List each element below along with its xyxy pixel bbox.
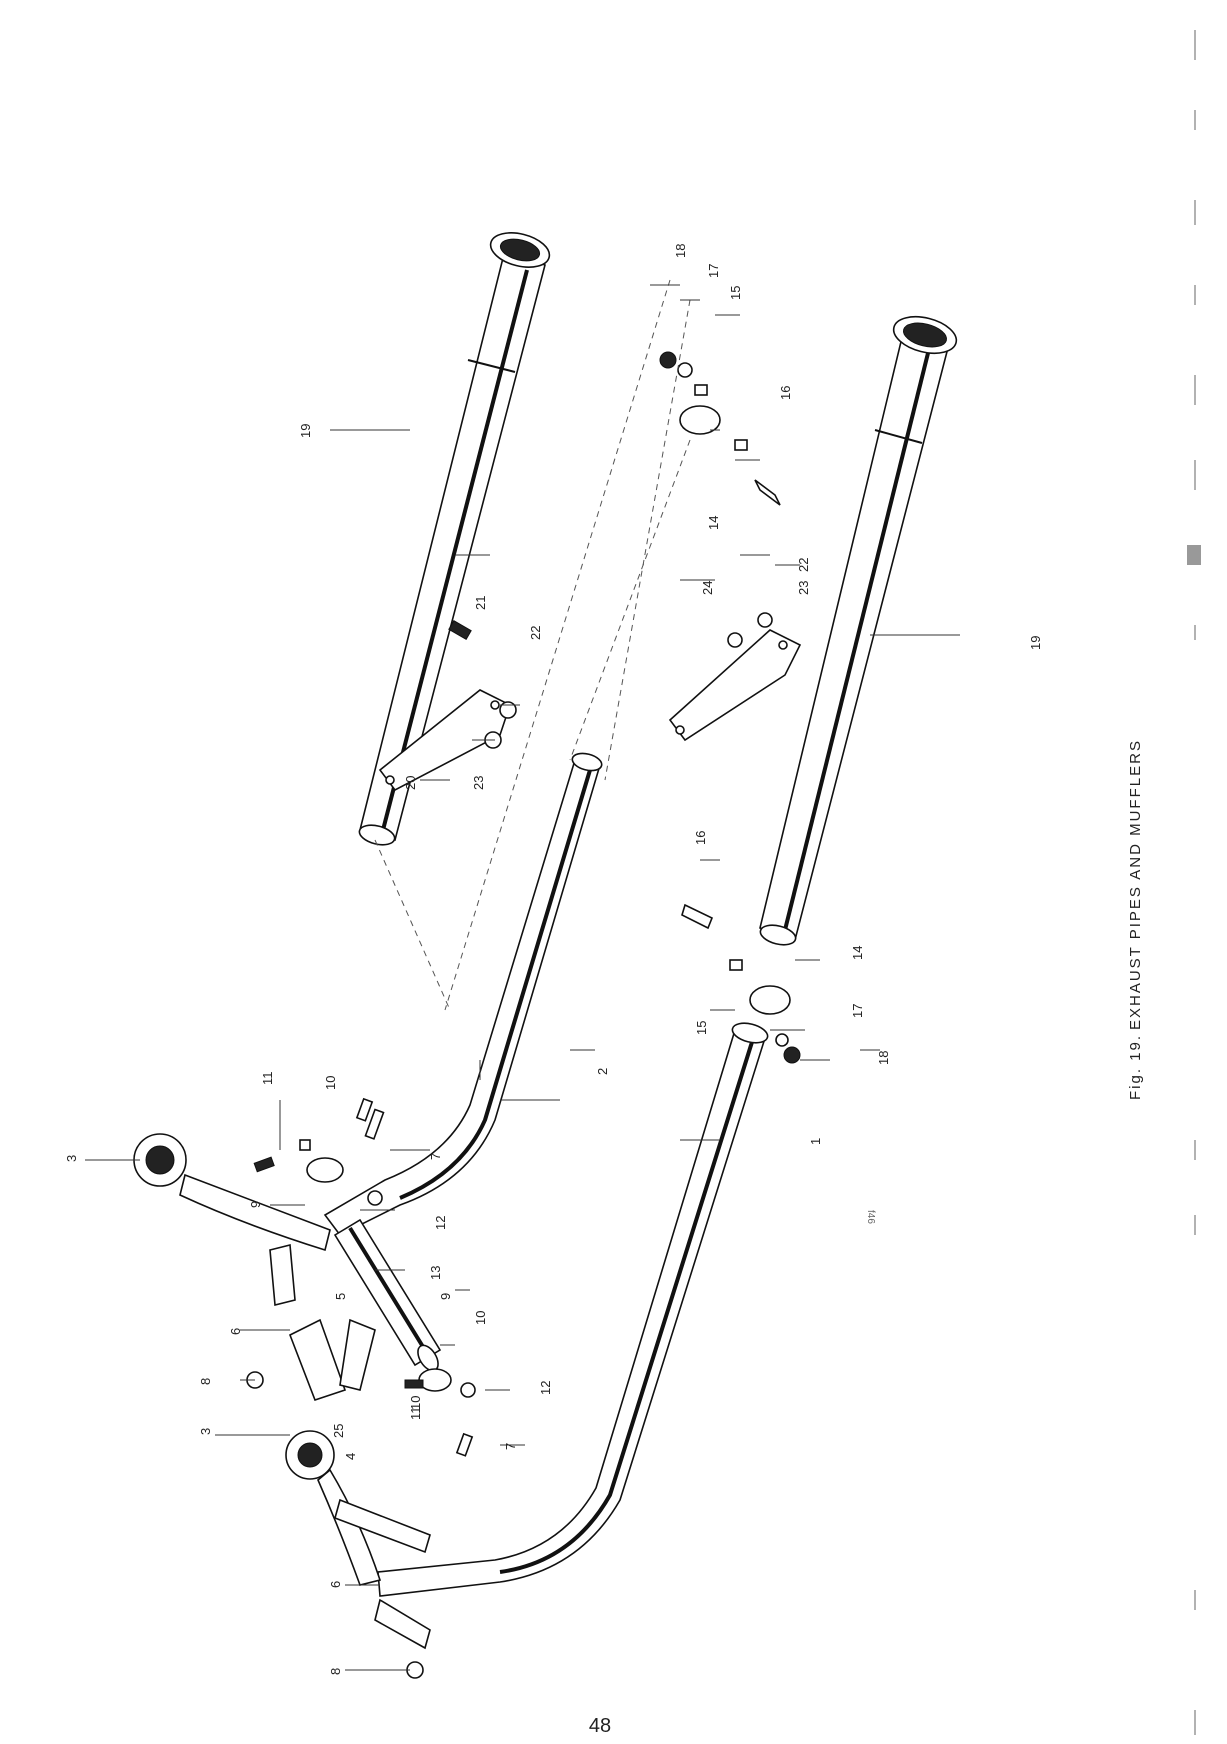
callout-22b: 22 bbox=[796, 558, 811, 572]
page-number: 48 bbox=[589, 1715, 611, 1737]
callout-20: 20 bbox=[403, 776, 418, 790]
figure-title: EXHAUST PIPES AND MUFFLERS bbox=[1127, 739, 1144, 1030]
callout-23a: 23 bbox=[471, 776, 486, 790]
stray-mark: f46 bbox=[865, 1210, 876, 1224]
callout-3a: 3 bbox=[64, 1155, 79, 1162]
callout-18a: 18 bbox=[673, 244, 688, 258]
callout-7a: 7 bbox=[428, 1153, 443, 1160]
muffler-left bbox=[358, 232, 551, 846]
exhaust-pipe-2 bbox=[323, 752, 603, 1237]
flange-upper bbox=[133, 1133, 331, 1307]
callout-14a: 14 bbox=[706, 516, 721, 530]
callout-16a: 16 bbox=[778, 386, 793, 400]
callout-12a: 12 bbox=[433, 1216, 448, 1230]
callout-17a: 17 bbox=[706, 264, 721, 278]
callout-25: 25 bbox=[331, 1424, 346, 1438]
callout-5: 5 bbox=[333, 1293, 348, 1300]
callout-3b: 3 bbox=[198, 1428, 213, 1435]
callout-11a: 11 bbox=[260, 1072, 275, 1086]
callout-24: 24 bbox=[700, 581, 715, 595]
clamp-group-lower bbox=[681, 903, 801, 1064]
callout-13: 13 bbox=[428, 1266, 443, 1280]
callout-leaders bbox=[85, 284, 960, 1671]
callout-4: 4 bbox=[343, 1453, 358, 1460]
callout-15b: 15 bbox=[694, 1021, 709, 1035]
callout-12b: 12 bbox=[538, 1381, 553, 1395]
muffler-bracket-left bbox=[378, 619, 511, 792]
callout-15a: 15 bbox=[728, 286, 743, 300]
callout-8b: 8 bbox=[328, 1668, 343, 1675]
callout-14b: 14 bbox=[850, 946, 865, 960]
clamp-9-upper bbox=[253, 1097, 383, 1206]
muffler-right bbox=[759, 315, 958, 946]
clamp-group-upper bbox=[659, 351, 781, 506]
callout-22a: 22 bbox=[528, 626, 543, 640]
crossover-pipe-13 bbox=[333, 1218, 442, 1372]
callout-19b: 19 bbox=[1028, 636, 1043, 650]
callout-23b: 23 bbox=[796, 581, 811, 595]
callout-9a: 9 bbox=[248, 1201, 263, 1208]
callout-21: 21 bbox=[473, 596, 488, 610]
exhaust-pipe-1 bbox=[377, 1022, 769, 1597]
clamp-9-lower bbox=[404, 1368, 476, 1457]
callout-10a: 10 bbox=[323, 1076, 338, 1090]
callout-16b: 16 bbox=[693, 831, 708, 845]
callout-19a: 19 bbox=[298, 424, 313, 438]
callout-6b: 6 bbox=[328, 1581, 343, 1588]
callout-7b: 7 bbox=[503, 1443, 518, 1450]
callout-9b: 9 bbox=[438, 1293, 453, 1300]
callout-2: 2 bbox=[595, 1068, 610, 1075]
callout-17b: 17 bbox=[850, 1004, 865, 1018]
callout-11b: 11 bbox=[408, 1407, 423, 1421]
figure-number: Fig. 19. bbox=[1127, 1034, 1144, 1100]
callout-8a: 8 bbox=[198, 1378, 213, 1385]
callout-18b: 18 bbox=[876, 1051, 891, 1065]
figure-caption: Fig. 19. EXHAUST PIPES AND MUFFLERS bbox=[1127, 739, 1144, 1100]
alignment-lines bbox=[374, 279, 691, 1011]
callout-6a: 6 bbox=[228, 1328, 243, 1335]
callout-1: 1 bbox=[808, 1138, 823, 1145]
callout-10b: 10 bbox=[473, 1311, 488, 1325]
flange-lower bbox=[285, 1430, 431, 1650]
edge-scan-marks bbox=[1187, 30, 1201, 1735]
callout-10c: 10 bbox=[408, 1396, 423, 1410]
bolts-7 bbox=[364, 1108, 385, 1140]
callout-labels: 1 2 3 3 4 25 5 6 6 7 7 8 8 9 9 10 10 10 … bbox=[64, 244, 1043, 1675]
muffler-bracket-right bbox=[668, 612, 802, 742]
